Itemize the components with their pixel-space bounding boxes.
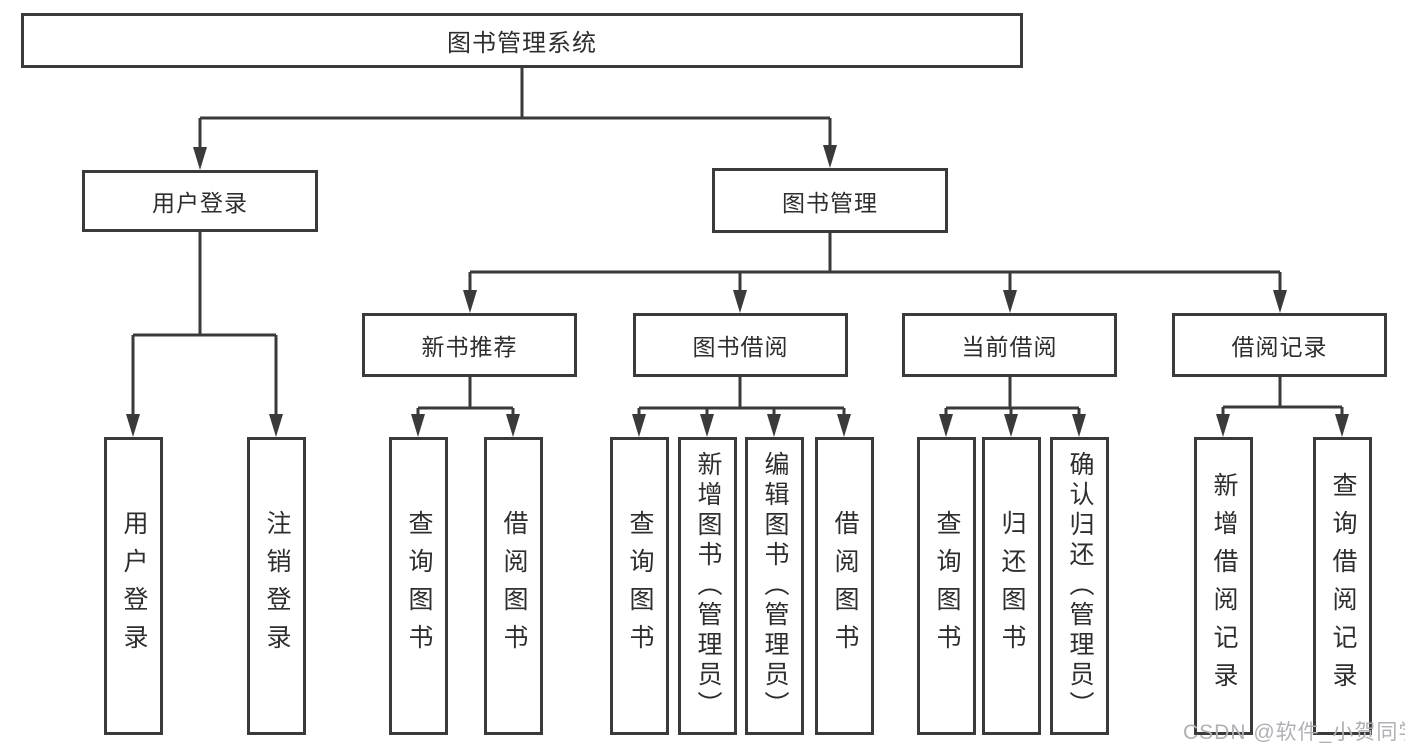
leaf-label: 注销登录 bbox=[263, 510, 291, 662]
leaf-label: 新增借阅记录 bbox=[1210, 472, 1238, 700]
leaf-user-login: 用户登录 bbox=[104, 437, 163, 735]
leaf-label: 确认归还（管理员） bbox=[1066, 451, 1094, 721]
node-new-book-recommendation: 新书推荐 bbox=[362, 313, 577, 377]
leaf-query-borrow-record: 查询借阅记录 bbox=[1313, 437, 1372, 735]
node-book-management: 图书管理 bbox=[712, 168, 948, 233]
leaf-label: 用户登录 bbox=[120, 510, 148, 662]
leaf-logout: 注销登录 bbox=[247, 437, 306, 735]
leaf-edit-books-admin: 编辑图书（管理员） bbox=[745, 437, 804, 735]
leaf-label: 借阅图书 bbox=[500, 510, 528, 662]
node-current-borrowing: 当前借阅 bbox=[902, 313, 1117, 377]
leaf-label: 新增图书（管理员） bbox=[694, 451, 722, 721]
leaf-borrow-books-2: 借阅图书 bbox=[815, 437, 874, 735]
leaf-borrow-books-1: 借阅图书 bbox=[484, 437, 543, 735]
node-book-borrowing: 图书借阅 bbox=[633, 313, 848, 377]
leaf-label: 查询图书 bbox=[626, 510, 654, 662]
node-user-login: 用户登录 bbox=[82, 170, 318, 232]
leaf-add-borrow-record: 新增借阅记录 bbox=[1194, 437, 1253, 735]
leaf-label: 借阅图书 bbox=[831, 510, 859, 662]
leaf-label: 查询图书 bbox=[405, 510, 433, 662]
leaf-query-books-2: 查询图书 bbox=[610, 437, 669, 735]
leaf-confirm-return-admin: 确认归还（管理员） bbox=[1050, 437, 1109, 735]
leaf-label: 查询图书 bbox=[933, 510, 961, 662]
node-borrowing-records: 借阅记录 bbox=[1172, 313, 1387, 377]
csdn-watermark: CSDN @软件_小贺同学 bbox=[1183, 721, 1405, 744]
leaf-label: 查询借阅记录 bbox=[1329, 472, 1357, 700]
leaf-query-books-3: 查询图书 bbox=[917, 437, 976, 735]
node-book-management-system: 图书管理系统 bbox=[21, 13, 1023, 68]
leaf-return-books: 归还图书 bbox=[982, 437, 1041, 735]
leaf-add-books-admin: 新增图书（管理员） bbox=[678, 437, 737, 735]
leaf-label: 编辑图书（管理员） bbox=[761, 451, 789, 721]
leaf-label: 归还图书 bbox=[998, 510, 1026, 662]
leaf-query-books-1: 查询图书 bbox=[389, 437, 448, 735]
